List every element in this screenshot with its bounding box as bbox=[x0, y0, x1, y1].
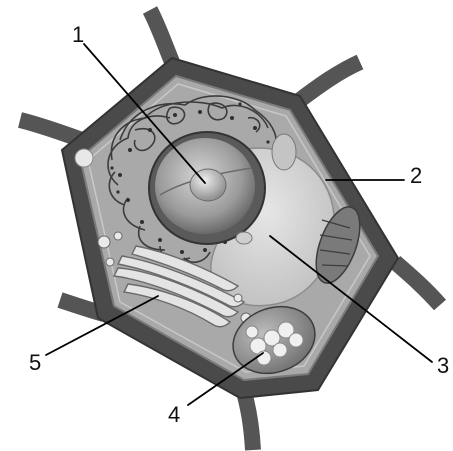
callout-3: 3 bbox=[437, 353, 449, 378]
callout-4: 4 bbox=[168, 402, 180, 427]
small-vesicle bbox=[236, 232, 252, 244]
callout-1: 1 bbox=[72, 22, 84, 47]
callout-2: 2 bbox=[410, 163, 422, 188]
nucleolus bbox=[190, 169, 226, 201]
callout-5: 5 bbox=[29, 350, 41, 375]
peroxisome bbox=[272, 134, 296, 170]
vesicle bbox=[75, 149, 93, 167]
